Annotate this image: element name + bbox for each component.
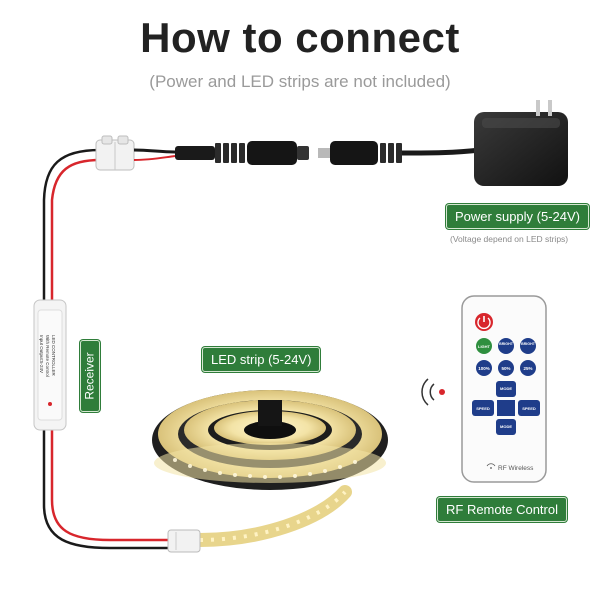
svg-text:MODE: MODE	[500, 424, 512, 429]
red-wire-top	[50, 158, 101, 300]
receiver-label-text: Receiver	[83, 352, 98, 400]
black-wire-top	[42, 148, 101, 300]
receiver-text-2: With Remote Control	[45, 335, 50, 377]
svg-text:BRIGHT: BRIGHT	[499, 342, 514, 346]
brightness-25-button[interactable]: 25%	[520, 360, 536, 376]
red-wire-bottom	[50, 430, 170, 542]
brightness-50-button[interactable]: 50%	[498, 360, 514, 376]
bright-down-button[interactable]: BRIGHT	[520, 338, 536, 354]
mode-down-button[interactable]: MODE	[496, 419, 516, 435]
dc-male-plug	[318, 141, 481, 165]
svg-text:LIGHT: LIGHT	[478, 344, 491, 349]
svg-text:SPEED: SPEED	[476, 406, 490, 411]
power-adapter	[474, 100, 568, 186]
voltage-note: (Voltage depend on LED strips)	[450, 234, 569, 244]
speed-left-button[interactable]: SPEED	[472, 400, 494, 416]
strip-connector	[167, 529, 201, 553]
brightness-100-button[interactable]: 100%	[476, 360, 492, 376]
speed-right-button[interactable]: SPEED	[518, 400, 540, 416]
wire-to-dc-jack-red	[133, 155, 176, 161]
receiver-text-1: LED CONTROLLER	[51, 335, 56, 377]
receiver-text-3: Input Output:5-24V	[39, 335, 44, 373]
dc-female-jack	[175, 141, 309, 165]
rf-remote-label: RF Remote Control	[437, 497, 567, 522]
led-strip-reel	[152, 390, 388, 490]
rf-wireless-brand: RF Wireless	[486, 463, 534, 472]
light-button[interactable]: LIGHT	[476, 338, 492, 354]
rf-remote: LIGHT BRIGHT BRIGHT 100% 50% 25% MODE	[461, 295, 547, 483]
svg-text:MODE: MODE	[500, 386, 512, 391]
wireless-signal-icon	[421, 378, 445, 406]
page-title: How to connect	[140, 14, 460, 61]
svg-text:25%: 25%	[523, 366, 532, 371]
svg-text:100%: 100%	[478, 366, 490, 371]
terminal-connector	[95, 135, 135, 171]
wire-to-dc-jack	[133, 148, 176, 154]
power-supply-label: Power supply (5-24V)	[446, 204, 589, 229]
mode-up-button[interactable]: MODE	[496, 381, 516, 397]
svg-text:50%: 50%	[501, 366, 510, 371]
black-wire-bottom	[42, 430, 170, 550]
led-strip-label: LED strip (5-24V)	[202, 347, 321, 372]
bright-up-button[interactable]: BRIGHT	[498, 338, 514, 354]
receiver-controller: LED CONTROLLER With Remote Control Input…	[33, 299, 67, 431]
svg-text:BRIGHT: BRIGHT	[521, 342, 536, 346]
receiver-label: Receiver	[80, 340, 100, 412]
svg-text:SPEED: SPEED	[522, 406, 536, 411]
led-strip-tail	[193, 485, 352, 547]
page-subtitle: (Power and LED strips are not included)	[149, 72, 451, 91]
svg-text:RF Wireless: RF Wireless	[498, 465, 534, 472]
